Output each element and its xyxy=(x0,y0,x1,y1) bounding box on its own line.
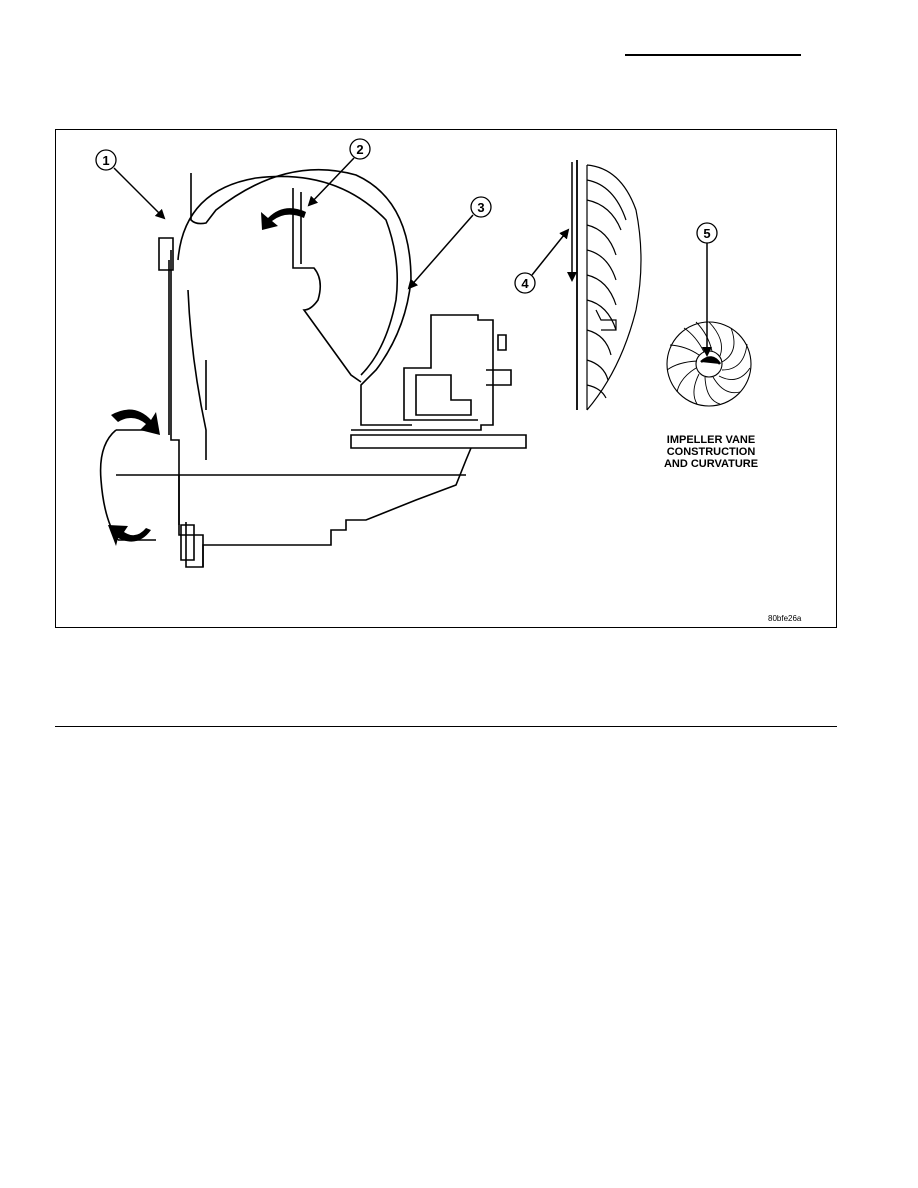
converter-housing xyxy=(99,168,527,568)
impeller-caption: IMPELLER VANE CONSTRUCTION AND CURVATURE xyxy=(664,434,758,470)
caption-line-3: AND CURVATURE xyxy=(664,458,758,470)
rotation-arrows xyxy=(108,208,306,546)
impeller-diagram: 1 2 3 4 5 IMPELLER VANE CONSTRUCTION AN xyxy=(95,138,802,623)
callout-5: 5 xyxy=(696,222,718,357)
svg-text:5: 5 xyxy=(703,226,710,241)
impeller-figure: 1 2 3 4 5 IMPELLER VANE CONSTRUCTION AN xyxy=(55,129,837,628)
caption-line-2: CONSTRUCTION xyxy=(667,446,756,458)
callout-4: 4 xyxy=(514,228,570,294)
svg-text:4: 4 xyxy=(521,276,529,291)
svg-text:1: 1 xyxy=(102,153,109,168)
callout-2: 2 xyxy=(307,138,371,207)
impeller-front-view xyxy=(666,321,752,407)
shaft-arrow-top-icon xyxy=(111,409,160,435)
flow-arrow-icon xyxy=(261,208,306,230)
header-rule xyxy=(625,54,801,56)
section-rule xyxy=(55,726,837,727)
figure-id: 80bfe26a xyxy=(768,614,802,623)
caption-line-1: IMPELLER VANE xyxy=(667,434,755,446)
callout-1: 1 xyxy=(95,149,166,220)
vane-strip xyxy=(576,160,642,411)
svg-text:3: 3 xyxy=(477,200,484,215)
shaft-arrow-bottom-icon xyxy=(108,525,151,546)
callout-3: 3 xyxy=(407,196,492,290)
svg-text:2: 2 xyxy=(356,142,363,157)
